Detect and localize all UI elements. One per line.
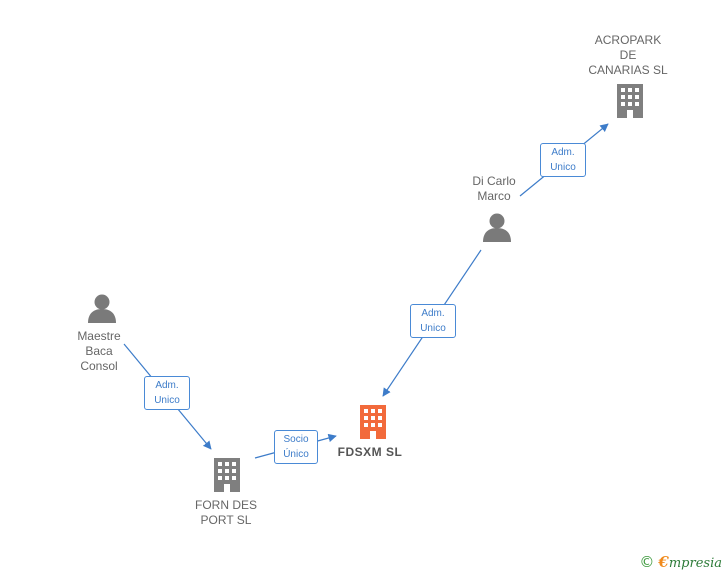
node-label-maestre[interactable]: Maestre Baca Consol bbox=[77, 329, 121, 373]
node-label-fdsxm[interactable]: FDSXM SL bbox=[337, 445, 403, 459]
edge-tag-dicarlo-fdsxm[interactable]: Adm. Unico bbox=[410, 304, 456, 338]
person-icon[interactable] bbox=[482, 212, 512, 247]
edge-tag-dicarlo-acropark[interactable]: Adm. Unico bbox=[540, 143, 586, 177]
edge-tag-forn-fdsxm[interactable]: Socio Único bbox=[274, 430, 318, 464]
copyright-icon: © bbox=[639, 553, 655, 571]
brand-logo: €mpresia bbox=[658, 553, 722, 571]
node-label-forn[interactable]: FORN DES PORT SL bbox=[194, 498, 257, 527]
node-label-acropark[interactable]: ACROPARK DE CANARIAS SL bbox=[588, 33, 668, 77]
building-icon[interactable] bbox=[614, 84, 646, 123]
node-label-di-carlo[interactable]: Di Carlo Marco bbox=[472, 174, 516, 203]
edge-tag-maestre-forn[interactable]: Adm. Unico bbox=[144, 376, 190, 410]
building-icon[interactable] bbox=[357, 405, 389, 444]
building-icon[interactable] bbox=[211, 458, 243, 497]
footer-brand: © €mpresia bbox=[639, 553, 722, 571]
person-icon[interactable] bbox=[87, 293, 117, 328]
